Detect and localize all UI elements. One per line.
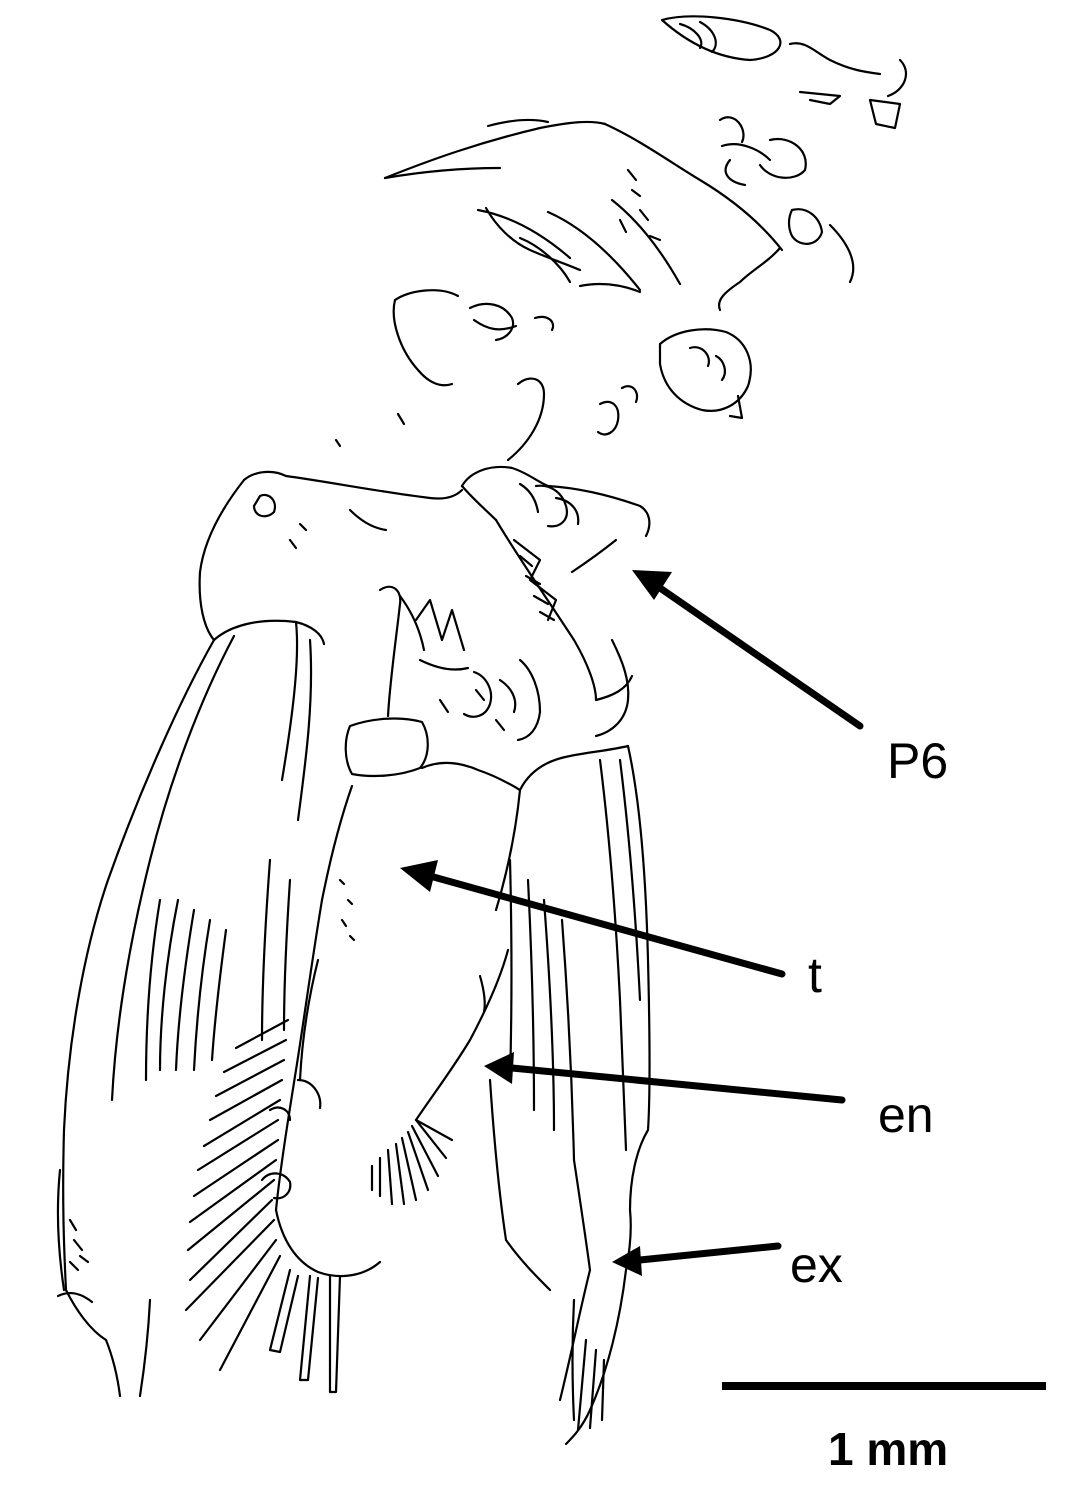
arrow-en [508, 1064, 846, 1104]
label-ex: ex [790, 1237, 843, 1293]
central-body [198, 470, 542, 742]
arrowhead-ex [612, 1246, 642, 1276]
scale-bar-label: 1 mm [828, 1423, 949, 1475]
left-basis [56, 620, 313, 1398]
label-en: en [878, 1087, 934, 1143]
arrow-p6 [656, 584, 864, 730]
upper-body-fragments [334, 15, 908, 462]
t-segment [184, 761, 522, 1394]
arrow-heads [400, 570, 672, 1276]
arrow-t [426, 872, 786, 978]
label-p6: P6 [887, 733, 949, 789]
ex-segment [488, 744, 651, 1446]
arrowhead-p6 [632, 570, 672, 600]
arrowhead-t [400, 860, 438, 892]
en-segment [370, 948, 510, 1206]
p6-leg [460, 465, 651, 738]
arrowhead-en [484, 1052, 514, 1084]
label-t: t [808, 947, 822, 1003]
arrow-ex [636, 1242, 782, 1264]
base-plate [344, 717, 429, 778]
leader-arrows [426, 584, 864, 1264]
